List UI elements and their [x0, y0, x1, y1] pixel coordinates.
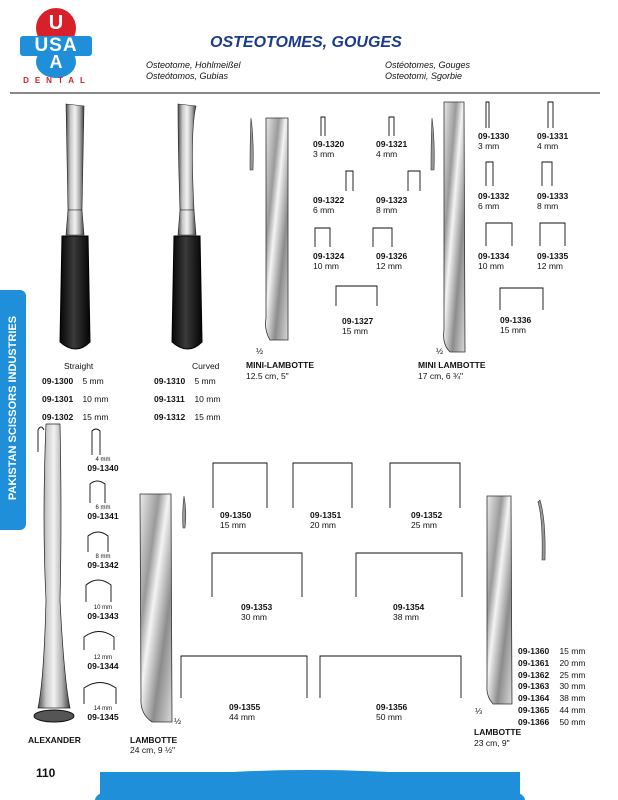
straight-list: 09-1300 5 mm 09-1301 10 mm 09-1302 15 mm	[42, 371, 108, 425]
list-item: 09-1363 30 mm	[518, 681, 586, 692]
curved-gouge-illustration	[171, 103, 203, 350]
side-tab-label: PAKISTAN SCISSORS INDUSTRIES	[7, 315, 19, 501]
curved-title: Curved	[192, 361, 220, 371]
lambotte-right-name: LAMBOTTE	[474, 727, 522, 737]
list-item: 09-1365 44 mm	[518, 704, 586, 715]
brand-logo: U USA A DENTAL	[14, 8, 100, 88]
lambotte-left-illustration	[139, 493, 187, 723]
lambotte-left-dims: 24 cm, 9 ½"	[130, 745, 176, 755]
logo-usa-text: USA	[34, 35, 78, 56]
logo-blue-circle	[36, 46, 76, 78]
subtitle-es: Osteótomos, Gubias	[146, 71, 229, 81]
mini-lambotte-large-scale: ½	[436, 346, 444, 356]
list-item: 09-1310 5 mm	[154, 376, 216, 386]
mini-lambotte-small-illustration	[249, 117, 289, 341]
list-item: 09-1362 25 mm	[518, 669, 586, 680]
list-item: 09-1311 10 mm	[154, 394, 221, 404]
list-item: 09-1301 10 mm	[42, 394, 109, 404]
subtitle-fr: Ostéotomes, Gouges	[385, 60, 471, 70]
subtitle-it: Osteotomi, Sgorbie	[385, 71, 463, 81]
logo-letter-a: A	[49, 52, 63, 72]
page-title: OSTEOTOMES, GOUGES	[210, 34, 402, 51]
alexander-name: ALEXANDER	[28, 735, 81, 745]
list-item: 09-1312 15 mm	[154, 412, 221, 422]
list-item: 09-1300 5 mm	[42, 376, 104, 386]
lambotte-right-list: 09-1360 15 mm 09-1361 20 mm 09-1362 25 m…	[518, 645, 585, 728]
side-tab	[0, 290, 26, 530]
list-item: 09-1302 15 mm	[42, 412, 109, 422]
mini-lambotte-small-dims: 12.5 cm, 5"	[246, 371, 289, 381]
straight-title: Straight	[64, 361, 94, 371]
page-number: 110	[36, 766, 56, 780]
blade-profile-outlines	[83, 101, 566, 704]
alexander-illustration	[33, 423, 75, 723]
lambotte-left-name: LAMBOTTE	[130, 735, 178, 745]
logo-letter-u: U	[48, 12, 64, 34]
mini-lambotte-small-scale: ½	[256, 346, 264, 356]
mini-lambotte-large-name: MINI LAMBOTTE	[418, 360, 486, 370]
curved-list: 09-1310 5 mm 09-1311 10 mm 09-1312 15 mm	[154, 371, 220, 425]
straight-gouge-illustration	[59, 103, 91, 350]
lambotte-right-scale: ⅓	[475, 706, 483, 716]
lambotte-right-illustration	[486, 495, 546, 705]
mini-lambotte-large-illustration	[430, 101, 466, 353]
lambotte-right-dims: 23 cm, 9"	[474, 738, 510, 748]
mini-lambotte-small-name: MINI-LAMBOTTE	[246, 360, 314, 370]
list-item: 09-1360 15 mm	[518, 646, 586, 656]
mini-lambotte-large-dims: 17 cm, 6 ¾"	[418, 371, 464, 381]
list-item: 09-1361 20 mm	[518, 657, 586, 668]
lambotte-left-scale: ½	[174, 716, 182, 726]
list-item: 09-1364 38 mm	[518, 693, 586, 704]
subtitle-de: Osteotome, Hohlmeißel	[146, 60, 241, 70]
logo-dental-text: DENTAL	[23, 76, 91, 85]
list-item: 09-1366 50 mm	[518, 716, 586, 727]
